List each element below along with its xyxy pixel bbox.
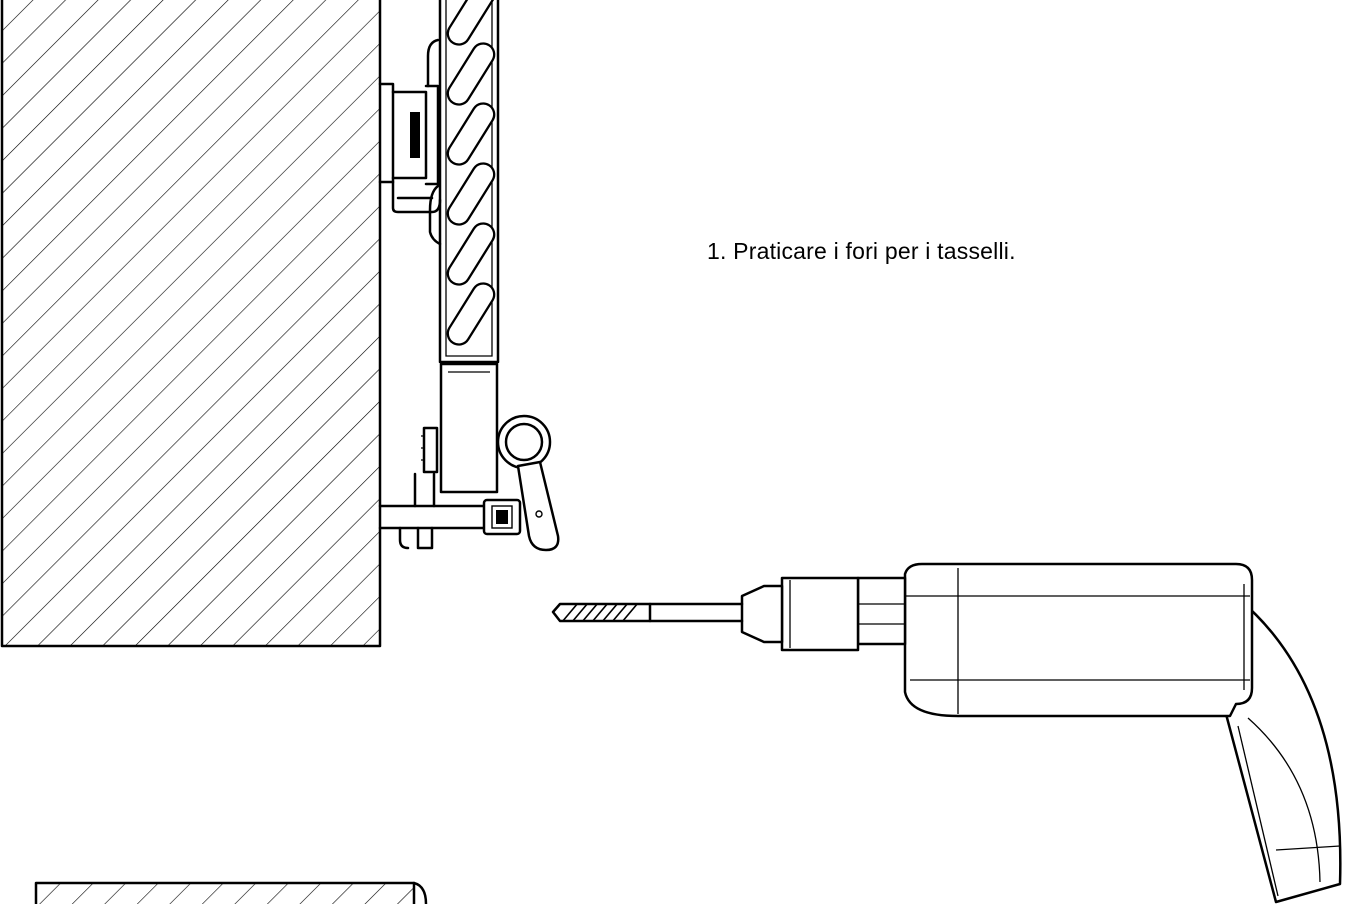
drill-illustration — [551, 562, 1342, 904]
instruction-text: 1. Praticare i fori per i tasselli. — [707, 238, 1016, 264]
wall-section-lower — [34, 881, 428, 904]
radiator-assembly — [378, 0, 560, 552]
wall-section-upper — [0, 0, 382, 648]
